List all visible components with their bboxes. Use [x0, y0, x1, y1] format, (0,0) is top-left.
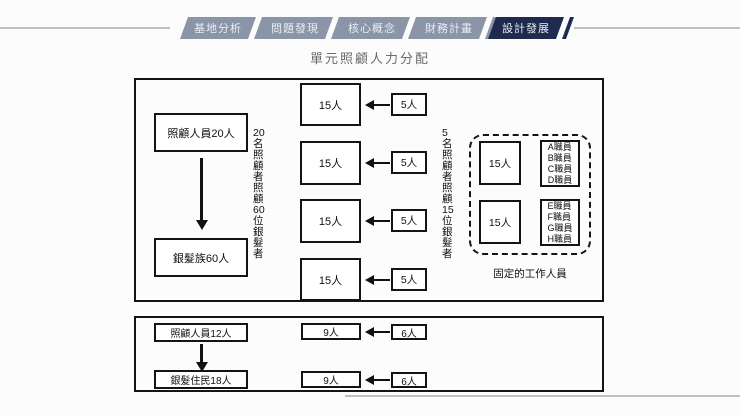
arrow-left-shaft — [373, 278, 390, 281]
arrow-down-shaft — [200, 158, 203, 220]
caregivers-6-box: 6人 — [391, 372, 427, 388]
caregivers-5-box: 5人 — [391, 268, 427, 291]
right-ratio-note: 5 名 照 顧 者 照 顧 15 位 銀 髮 者 — [442, 127, 454, 260]
tab-label: 設計發展 — [502, 23, 550, 35]
arrow-left-icon — [365, 100, 374, 110]
arrow-left-shaft — [373, 103, 390, 106]
residents-15-box: 15人 — [300, 83, 361, 126]
tab-site-analysis[interactable]: 基地分析 — [179, 17, 257, 39]
arrow-left-shaft — [373, 378, 390, 381]
caregivers-5-box: 5人 — [391, 151, 427, 174]
caregivers-5-box: 5人 — [391, 93, 427, 116]
arrow-left-icon — [365, 275, 374, 285]
tab-label: 財務計畫 — [425, 23, 473, 35]
arrow-left-icon — [365, 375, 374, 385]
arrow-left-shaft — [373, 330, 390, 333]
arrow-down-shaft — [200, 344, 203, 364]
arrow-down-icon — [196, 362, 208, 372]
fixed-15-box: 15人 — [479, 200, 521, 244]
caregiver-20-box: 照顧人員20人 — [154, 113, 248, 152]
fixed-staff-group: 15人 A職員 B職員 C職員 D職員 15人 E職員 F職員 G職員 H職員 — [469, 134, 591, 255]
arrow-down-icon — [196, 220, 208, 230]
header-right-line — [574, 27, 740, 29]
tab-problem-discovery[interactable]: 問題發現 — [256, 17, 334, 39]
staff-efgh-box: E職員 F職員 G職員 H職員 — [540, 199, 580, 246]
caregiver-12-box: 照顧人員12人 — [154, 323, 248, 342]
footer-line — [345, 395, 740, 397]
tab-label: 核心概念 — [348, 23, 396, 35]
caregivers-6-box: 6人 — [391, 324, 427, 340]
fixed-staff-caption: 固定的工作人員 — [493, 268, 567, 280]
fixed-15-box: 15人 — [479, 141, 521, 185]
tab-label: 基地分析 — [194, 23, 242, 35]
header-left-line — [0, 27, 170, 29]
page-title: 單元照顧人力分配 — [309, 51, 430, 66]
upper-diagram-frame: 照顧人員20人 銀髮族60人 20 名 照 顧 者 照 顧 60 位 銀 髮 者… — [134, 78, 604, 302]
elder-18-box: 銀髮住民18人 — [154, 370, 248, 389]
tab-label: 問題發現 — [271, 23, 319, 35]
lower-diagram-frame: 照顧人員12人 銀髮住民18人 9人 6人 9人 6人 — [134, 316, 604, 392]
arrow-left-icon — [365, 158, 374, 168]
tab-financial-plan[interactable]: 財務計畫 — [410, 17, 488, 39]
arrow-left-shaft — [373, 161, 390, 164]
residents-15-box: 15人 — [300, 199, 361, 243]
elder-60-box: 銀髮族60人 — [154, 238, 248, 277]
residents-15-box: 15人 — [300, 141, 361, 185]
tab-design-development[interactable]: 設計發展 — [487, 17, 565, 39]
residents-15-box: 15人 — [300, 258, 361, 301]
arrow-left-icon — [365, 216, 374, 226]
tab-core-concept[interactable]: 核心概念 — [333, 17, 411, 39]
residents-9-box: 9人 — [301, 323, 361, 340]
caregivers-5-box: 5人 — [391, 209, 427, 232]
arrow-left-shaft — [373, 219, 390, 222]
residents-9-box: 9人 — [301, 371, 361, 388]
staff-abcd-box: A職員 B職員 C職員 D職員 — [540, 140, 580, 187]
left-ratio-note: 20 名 照 顧 者 照 顧 60 位 銀 髮 者 — [253, 127, 265, 260]
arrow-left-icon — [365, 327, 374, 337]
